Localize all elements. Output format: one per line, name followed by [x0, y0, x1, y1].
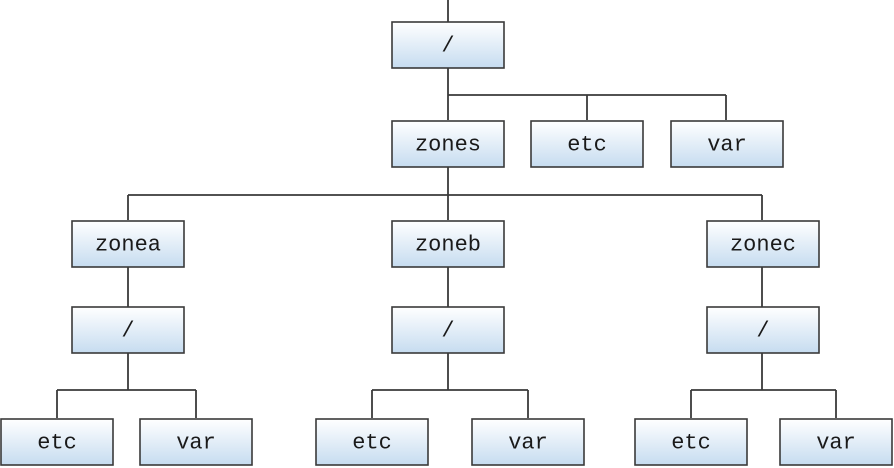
node-zoneb-etc: etc — [315, 418, 429, 466]
node-zones-label: zones — [415, 133, 481, 158]
node-zonea-etc: etc — [0, 418, 114, 466]
node-zonea-root: / — [71, 306, 185, 354]
node-root: / — [391, 21, 505, 69]
node-zonec-root: / — [706, 306, 820, 354]
node-zonec: zonec — [706, 220, 820, 268]
node-zonea-label: zonea — [95, 233, 161, 258]
tree-connectors — [56, 0, 837, 418]
node-zonea-var-label: var — [176, 431, 216, 456]
node-zoneb-var: var — [471, 418, 585, 466]
node-zoneb-label: zoneb — [415, 233, 481, 258]
node-zonea: zonea — [71, 220, 185, 268]
node-zoneb-root-label: / — [441, 319, 454, 344]
node-zonea-var: var — [139, 418, 253, 466]
node-var-label: var — [707, 133, 747, 158]
node-zones: zones — [391, 120, 505, 168]
node-zonec-label: zonec — [730, 233, 796, 258]
node-zonec-var: var — [779, 418, 893, 466]
node-zoneb: zoneb — [391, 220, 505, 268]
node-zonea-etc-label: etc — [37, 431, 77, 456]
node-etc-label: etc — [567, 133, 607, 158]
node-etc: etc — [530, 120, 644, 168]
node-root-label: / — [441, 34, 454, 59]
node-zonec-etc-label: etc — [671, 431, 711, 456]
node-zoneb-var-label: var — [508, 431, 548, 456]
node-zonea-root-label: / — [121, 319, 134, 344]
node-zoneb-etc-label: etc — [352, 431, 392, 456]
node-var: var — [670, 120, 784, 168]
node-zonec-var-label: var — [816, 431, 856, 456]
node-zonec-root-label: / — [756, 319, 769, 344]
node-zoneb-root: / — [391, 306, 505, 354]
node-zonec-etc: etc — [634, 418, 748, 466]
